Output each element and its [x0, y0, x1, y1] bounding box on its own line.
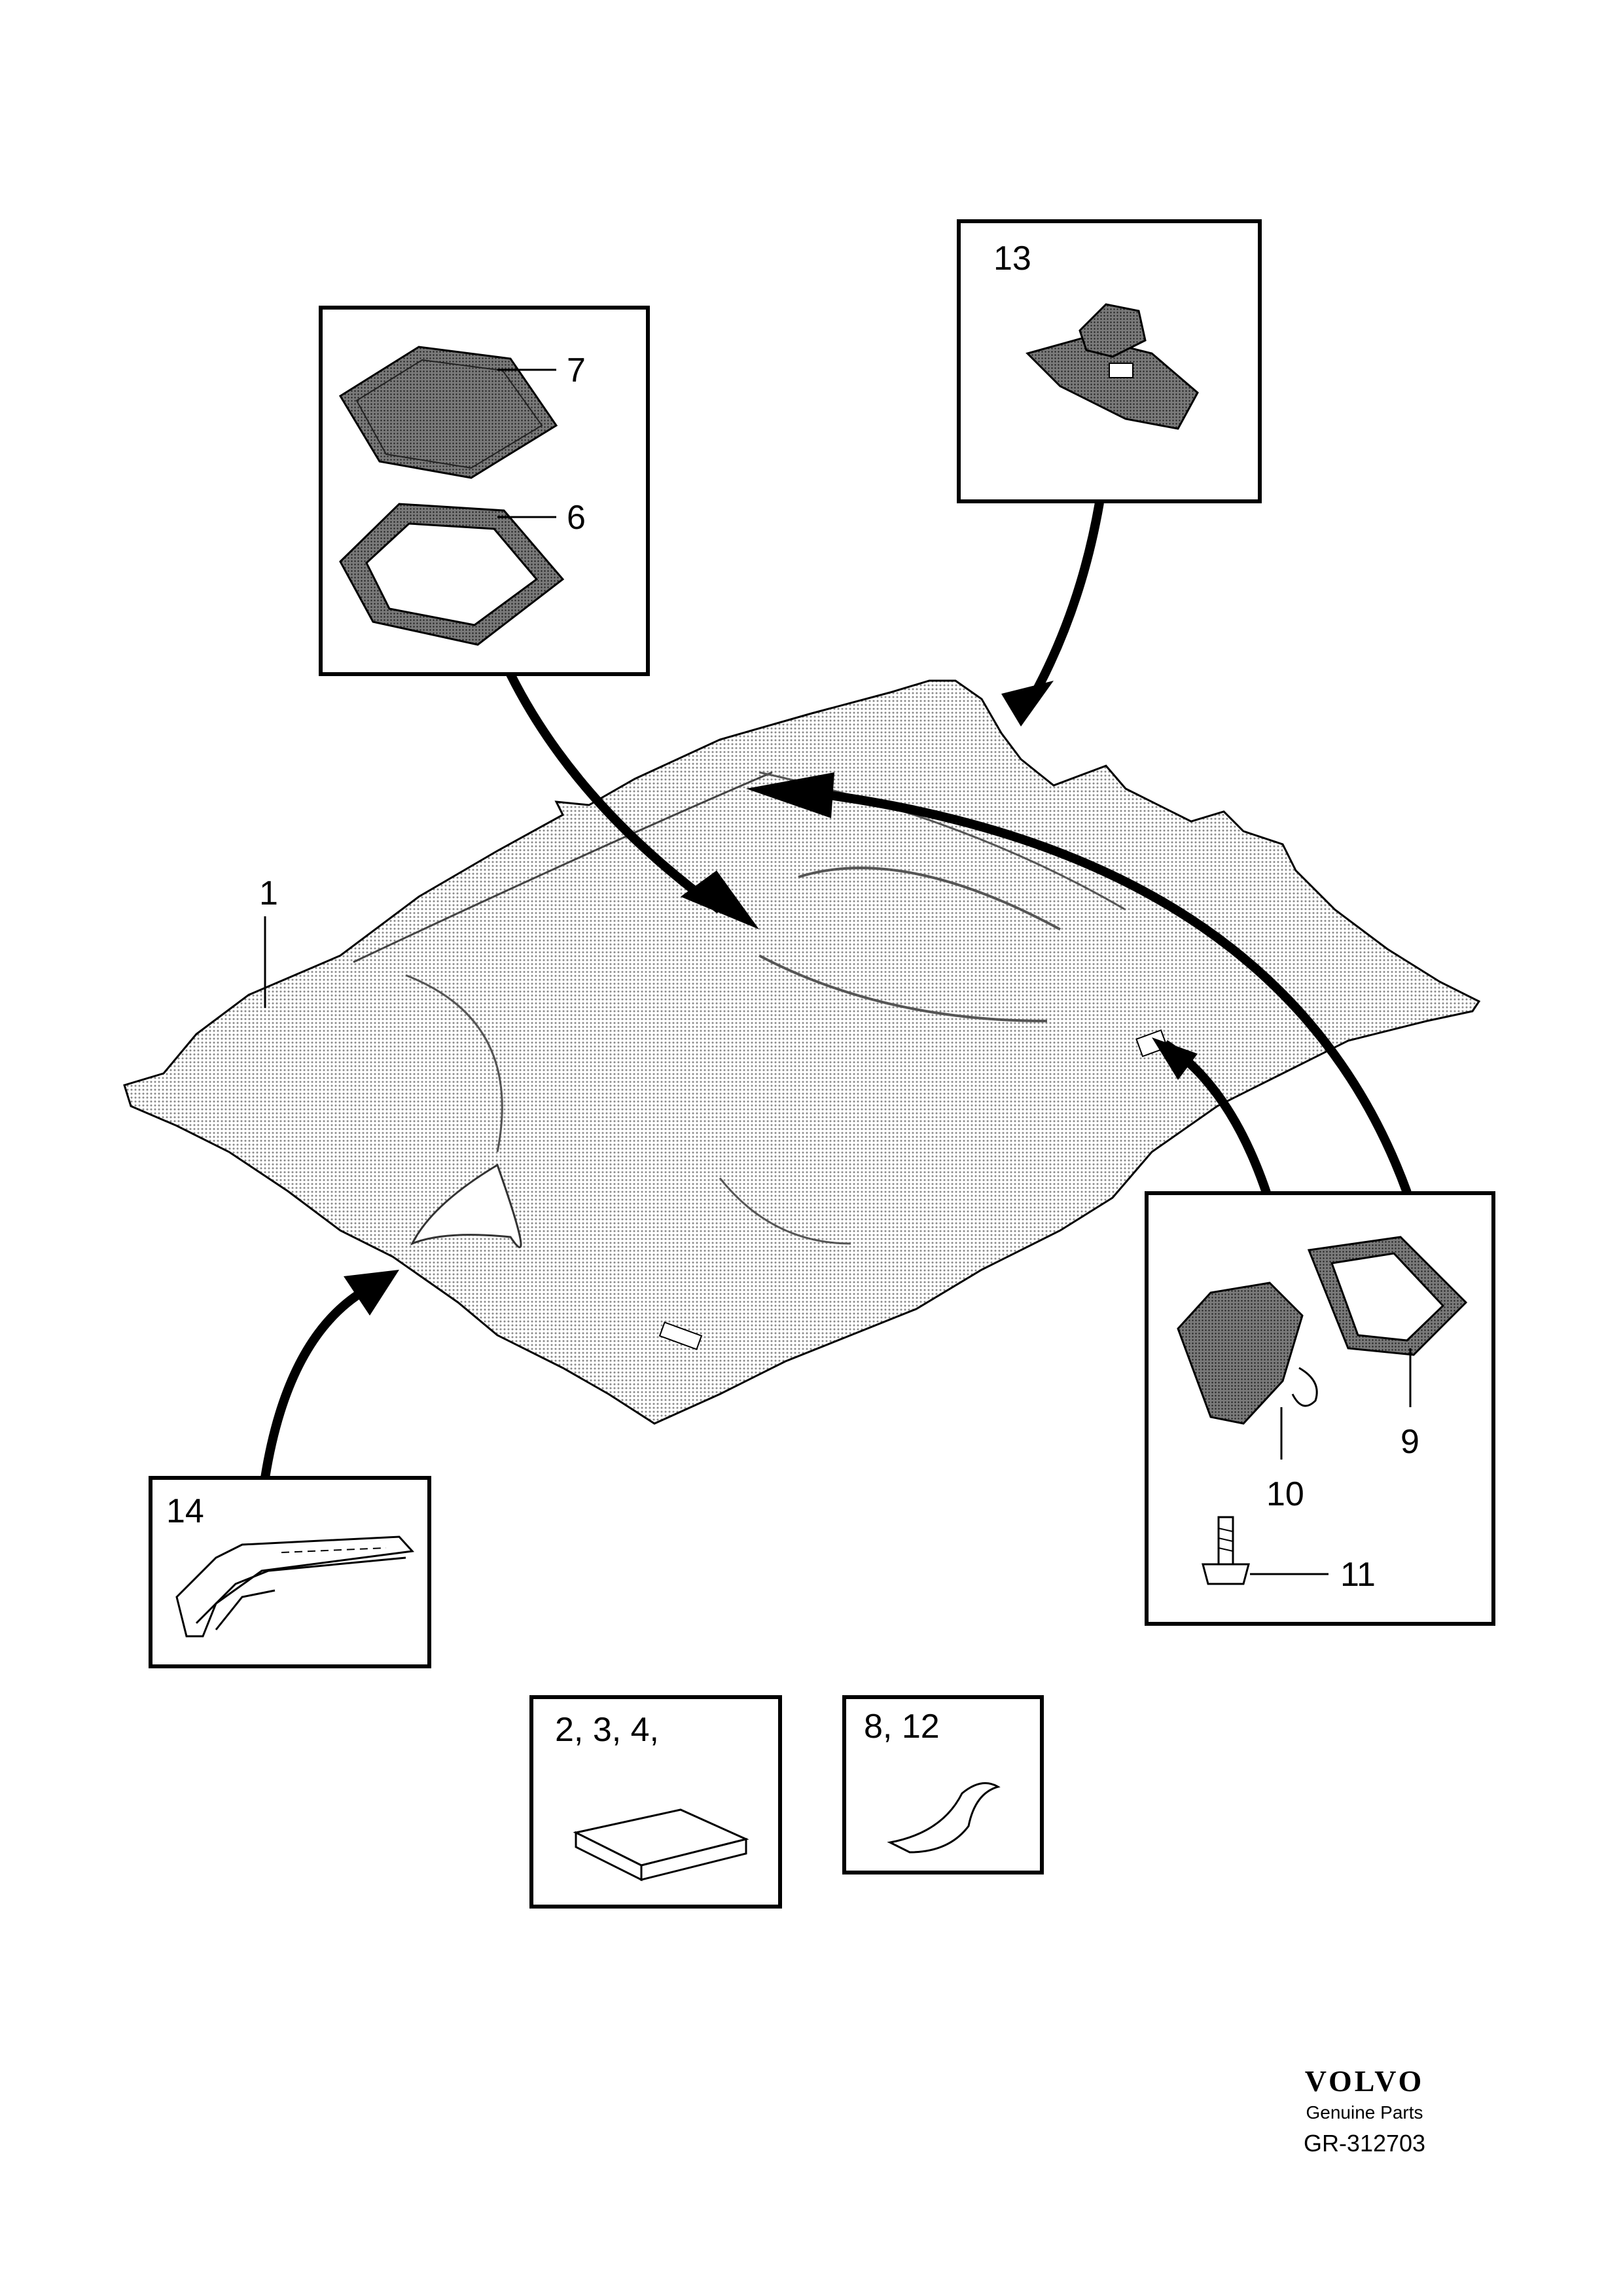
brand-block: VOLVO Genuine Parts GR-312703 [1304, 2064, 1425, 2157]
pad-part-icon [573, 1808, 749, 1882]
callout-10: 10 [1266, 1475, 1304, 1513]
diagram-reference: GR-312703 [1304, 2130, 1425, 2157]
callout-13: 13 [993, 240, 1031, 278]
rail-part-icon [175, 1535, 415, 1638]
callout-1: 1 [259, 874, 278, 912]
detail-box-6-7: 7 6 [319, 306, 650, 676]
frame-part-icon [1307, 1236, 1468, 1356]
arrow-icon [260, 1285, 369, 1479]
detail-box-14: 14 [149, 1476, 431, 1668]
screw-part-icon [1202, 1516, 1250, 1585]
callout-7: 7 [567, 351, 586, 389]
detail-box-13: 13 [957, 219, 1262, 503]
detail-box-9-10-11: 9 10 11 [1145, 1191, 1495, 1626]
headliner-icon [123, 679, 1481, 1425]
clip-part-icon [1026, 303, 1199, 430]
callout-2-3-4: 2, 3, 4, [555, 1711, 659, 1749]
arrow-icon [506, 672, 723, 914]
brand-logo: VOLVO [1305, 2064, 1425, 2098]
cover-part-icon [1177, 1282, 1318, 1425]
brand-tagline: Genuine Parts [1306, 2102, 1423, 2123]
detail-box-8-12: 8, 12 [842, 1695, 1044, 1874]
tape-part-icon [887, 1782, 1001, 1854]
callout-14: 14 [166, 1492, 204, 1530]
callout-9: 9 [1400, 1423, 1419, 1461]
arrow-icon [804, 787, 1412, 1194]
callout-8-12: 8, 12 [864, 1708, 940, 1746]
callout-11: 11 [1340, 1556, 1376, 1594]
callout-6: 6 [567, 499, 586, 537]
cover-part-icon [338, 346, 558, 479]
detail-box-2-3-4: 2, 3, 4, [529, 1695, 782, 1909]
frame-part-icon [339, 503, 565, 646]
arrow-icon [1023, 501, 1104, 709]
